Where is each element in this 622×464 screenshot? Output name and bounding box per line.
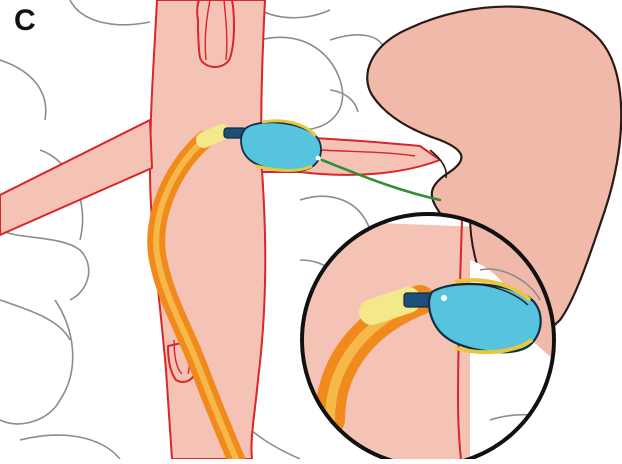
left-branch-vessel — [0, 120, 152, 235]
panel-label: C — [14, 6, 36, 36]
bone-outline-bottom — [20, 420, 300, 459]
upper-branch-vessel — [197, 0, 234, 67]
